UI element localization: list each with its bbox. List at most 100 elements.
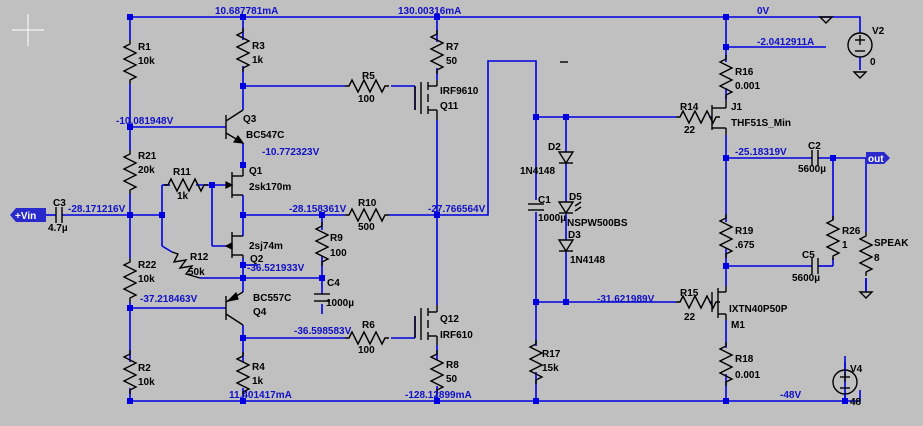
out-port-label: out [868, 154, 884, 165]
m1-mosfet[interactable] [711, 286, 727, 320]
value-c2: 5600µ [798, 164, 826, 175]
label-c5: C5 [802, 250, 815, 261]
label-r21: R21 [138, 151, 157, 162]
label-q1: Q1 [249, 166, 263, 177]
label-v4: V4 [850, 364, 863, 375]
label-q2: Q2 [250, 254, 264, 265]
value-r16: 0.001 [735, 81, 760, 92]
d3-diode[interactable] [557, 239, 575, 253]
value-r5: 100 [358, 94, 375, 105]
r22-symbol[interactable] [123, 257, 137, 303]
value-r7: 50 [446, 56, 458, 67]
probe-values: 10.687781mA 130.00316mA 0V -2.0412911A -… [68, 6, 814, 401]
value-q12: IRF610 [440, 330, 473, 341]
r6-symbol[interactable] [344, 331, 390, 345]
value-d2: 1N4148 [520, 166, 555, 177]
q1-jfet[interactable] [225, 168, 244, 198]
label-c1: C1 [538, 195, 551, 206]
crosshair-cursor [12, 14, 44, 46]
value-r11: 1k [177, 191, 189, 202]
value-r8: 50 [446, 374, 458, 385]
label-c4: C4 [327, 278, 340, 289]
label-r12: R12 [190, 252, 209, 263]
value-c5: 5600µ [792, 273, 820, 284]
q2-jfet[interactable] [224, 232, 244, 258]
value-r22: 10k [138, 274, 155, 285]
value-q1: 2sk170m [249, 182, 291, 193]
q12-mosfet[interactable] [414, 305, 438, 345]
q11-mosfet[interactable] [414, 80, 438, 120]
j1-fet[interactable] [711, 100, 727, 135]
value-r26: 1 [842, 240, 848, 251]
value-r18: 0.001 [735, 370, 760, 381]
value-q2: 2sj74m [249, 241, 283, 252]
c3-capacitor[interactable] [55, 207, 63, 223]
r21-symbol[interactable] [123, 149, 137, 195]
probe-bot-i1: 11.401417mA [229, 390, 292, 401]
probe-i-v2: -2.0412911A [757, 37, 814, 48]
value-r1: 10k [138, 56, 155, 67]
value-r14: 22 [684, 125, 696, 136]
value-v4: 48 [850, 397, 862, 408]
value-c3: 4.7µ [48, 223, 68, 234]
c2-capacitor[interactable] [811, 150, 819, 166]
label-r7: R7 [446, 42, 459, 53]
c1-capacitor[interactable] [528, 203, 544, 211]
vin-port[interactable]: +Vin [10, 208, 46, 222]
value-r10: 500 [358, 222, 375, 233]
probe-v-in: -28.171216V [68, 204, 126, 215]
label-r4: R4 [252, 362, 265, 373]
value-r9: 100 [330, 248, 347, 259]
value-r6: 100 [358, 345, 375, 356]
label-d2: D2 [548, 142, 561, 153]
probe-top-v0: 0V [757, 6, 770, 17]
label-r16: R16 [735, 67, 754, 78]
flag-marker-icon [818, 16, 834, 24]
d5-led[interactable] [557, 201, 582, 215]
label-r22: R22 [138, 260, 157, 271]
q3-transistor[interactable] [225, 109, 245, 144]
r10-symbol[interactable] [344, 208, 390, 222]
value-q4: BC557C [253, 293, 291, 304]
v2-source[interactable] [847, 30, 873, 70]
v4-source[interactable] [832, 356, 858, 401]
value-d3: 1N4148 [570, 255, 605, 266]
label-r10: R10 [358, 198, 377, 209]
junction-dots [127, 14, 848, 404]
value-r12: 50k [188, 267, 205, 278]
label-r1: R1 [138, 42, 151, 53]
q4-transistor[interactable] [225, 291, 244, 326]
label-j1: J1 [731, 102, 743, 113]
r12-symbol[interactable] [171, 251, 201, 279]
label-r5: R5 [362, 71, 375, 82]
label-speak: SPEAK [874, 238, 909, 249]
value-r15: 22 [684, 312, 696, 323]
ground-icon [852, 71, 868, 79]
value-r19: .675 [735, 240, 755, 251]
label-r3: R3 [252, 41, 265, 52]
label-r18: R18 [735, 354, 754, 365]
probe-bot-v: -48V [780, 390, 801, 401]
label-r2: R2 [138, 363, 151, 374]
label-r17: R17 [542, 349, 561, 360]
speaker-symbol[interactable] [859, 231, 873, 277]
c4-capacitor[interactable] [314, 293, 330, 302]
r1-symbol[interactable] [123, 39, 137, 85]
d2-diode[interactable] [557, 151, 575, 165]
probe-v-r6: -36.598583V [294, 326, 352, 337]
out-port[interactable]: out [866, 152, 890, 165]
label-r19: R19 [735, 226, 754, 237]
value-r4: 1k [252, 376, 264, 387]
probe-v-mid: -27.766564V [428, 204, 486, 215]
label-r9: R9 [330, 233, 343, 244]
probe-v-r15: -31.621989V [597, 294, 655, 305]
value-r3: 1k [252, 55, 264, 66]
value-c4: 1000µ [326, 298, 354, 309]
r26-symbol[interactable] [826, 215, 840, 261]
probe-v-q2e: -36.521933V [247, 263, 305, 274]
label-r11: R11 [173, 167, 191, 178]
c5-capacitor[interactable] [811, 258, 819, 274]
value-r21: 20k [138, 165, 155, 176]
value-q3: BC547C [246, 130, 284, 141]
